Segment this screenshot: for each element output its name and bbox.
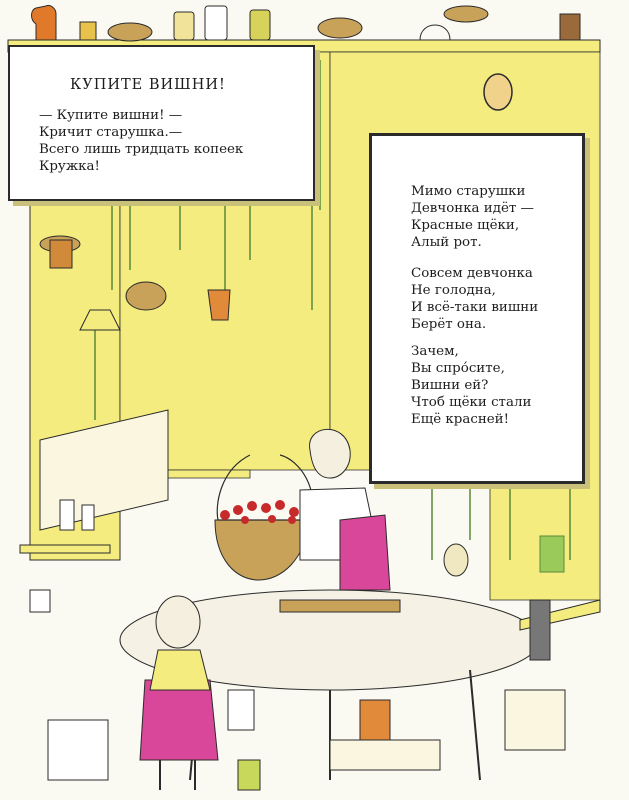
poem-title: КУПИТЕ ВИШНИ! — [70, 77, 226, 93]
verse-line: Кричит старушка.— — [39, 125, 183, 140]
verse-line: Алый рот. — [411, 235, 482, 250]
verse-line: Зачем, — [411, 344, 459, 359]
verse-line: Берёт она. — [411, 317, 487, 332]
verse-line: Не голодна, — [411, 283, 496, 298]
verse-line: И всё-таки вишни — [411, 300, 539, 315]
stanza-3: Совсем девчонка Не голодна, И всё-таки в… — [411, 265, 538, 333]
verse-line: Чтоб щёки стали — [411, 395, 532, 410]
verse-line: Девчонка идёт — — [411, 201, 534, 216]
verse-line: Кружка! — [39, 159, 100, 174]
verse-line: Ещё красней! — [411, 412, 509, 427]
stanza-4: Зачем, Вы спро́сите, Вишни ей? Чтоб щёки… — [411, 343, 531, 428]
verse-line: Мимо старушки — [411, 184, 526, 199]
verse-line: Совсем девчонка — [411, 266, 533, 281]
lantern-icon — [227, 689, 391, 791]
verse-line: Вы спро́сите, — [411, 361, 505, 376]
jug-icon — [31, 5, 57, 41]
verse-line: Красные щёки, — [411, 218, 520, 233]
stanza-2: Мимо старушки Девчонка идёт — Красные щё… — [411, 183, 534, 251]
verse-line: Вишни ей? — [411, 378, 489, 393]
right-verse-panel — [369, 133, 585, 484]
verse-line: — Купите вишни! — — [39, 108, 183, 123]
jar-icon — [79, 5, 581, 41]
herb-bundle-icon — [94, 60, 571, 560]
left-verse-panel — [8, 45, 315, 201]
mirror-icon — [483, 73, 513, 111]
verse-line: Всего лишь тридцать копеек — [39, 142, 244, 157]
stanza-1: — Купите вишни! — Кричит старушка.— Всег… — [39, 107, 243, 175]
bench-icon — [47, 599, 601, 781]
